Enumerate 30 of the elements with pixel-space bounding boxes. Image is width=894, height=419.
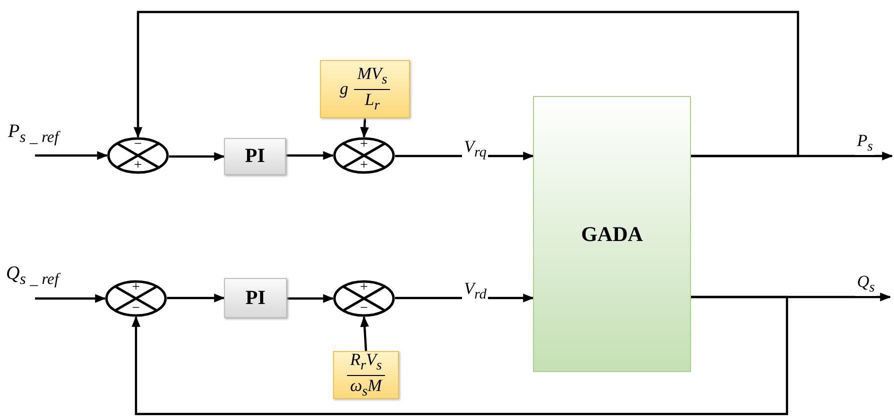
arrow xyxy=(35,151,108,160)
sign-label: − xyxy=(360,302,368,316)
sign-label: − xyxy=(132,302,140,316)
arrow xyxy=(167,294,226,302)
arrow xyxy=(287,294,334,303)
fraction-numerator: R$_{r}$V$_{s}$ xyxy=(347,350,385,376)
sign-label: + xyxy=(360,159,368,173)
arrow xyxy=(132,296,788,416)
signal-label: P$_{s _ ref}$ xyxy=(8,121,59,147)
controller-box: PI xyxy=(224,138,286,175)
sign-label: + xyxy=(360,281,368,295)
fraction-denominator: ω$_{s}$M xyxy=(350,376,382,400)
arrow xyxy=(286,151,334,160)
gain-box xyxy=(320,60,410,118)
sign-label: + xyxy=(360,138,368,152)
gain-prefix: g xyxy=(340,79,348,99)
signal-label: Q$_{s _ ref}$ xyxy=(6,263,59,289)
sign-label: − xyxy=(134,138,142,152)
arrow xyxy=(360,118,369,138)
arrow xyxy=(360,316,369,352)
gain-box xyxy=(333,351,399,399)
controller-box: PI xyxy=(224,278,287,318)
fraction-denominator: L$_{r}$ xyxy=(364,90,380,114)
fraction-numerator: MV$_{s}$ xyxy=(354,64,390,90)
arrow xyxy=(134,10,800,158)
sign-label: + xyxy=(132,281,140,295)
sign-label: + xyxy=(134,159,142,173)
arrow xyxy=(35,294,106,303)
arrow xyxy=(169,152,226,161)
system-block: GADA xyxy=(533,96,691,372)
